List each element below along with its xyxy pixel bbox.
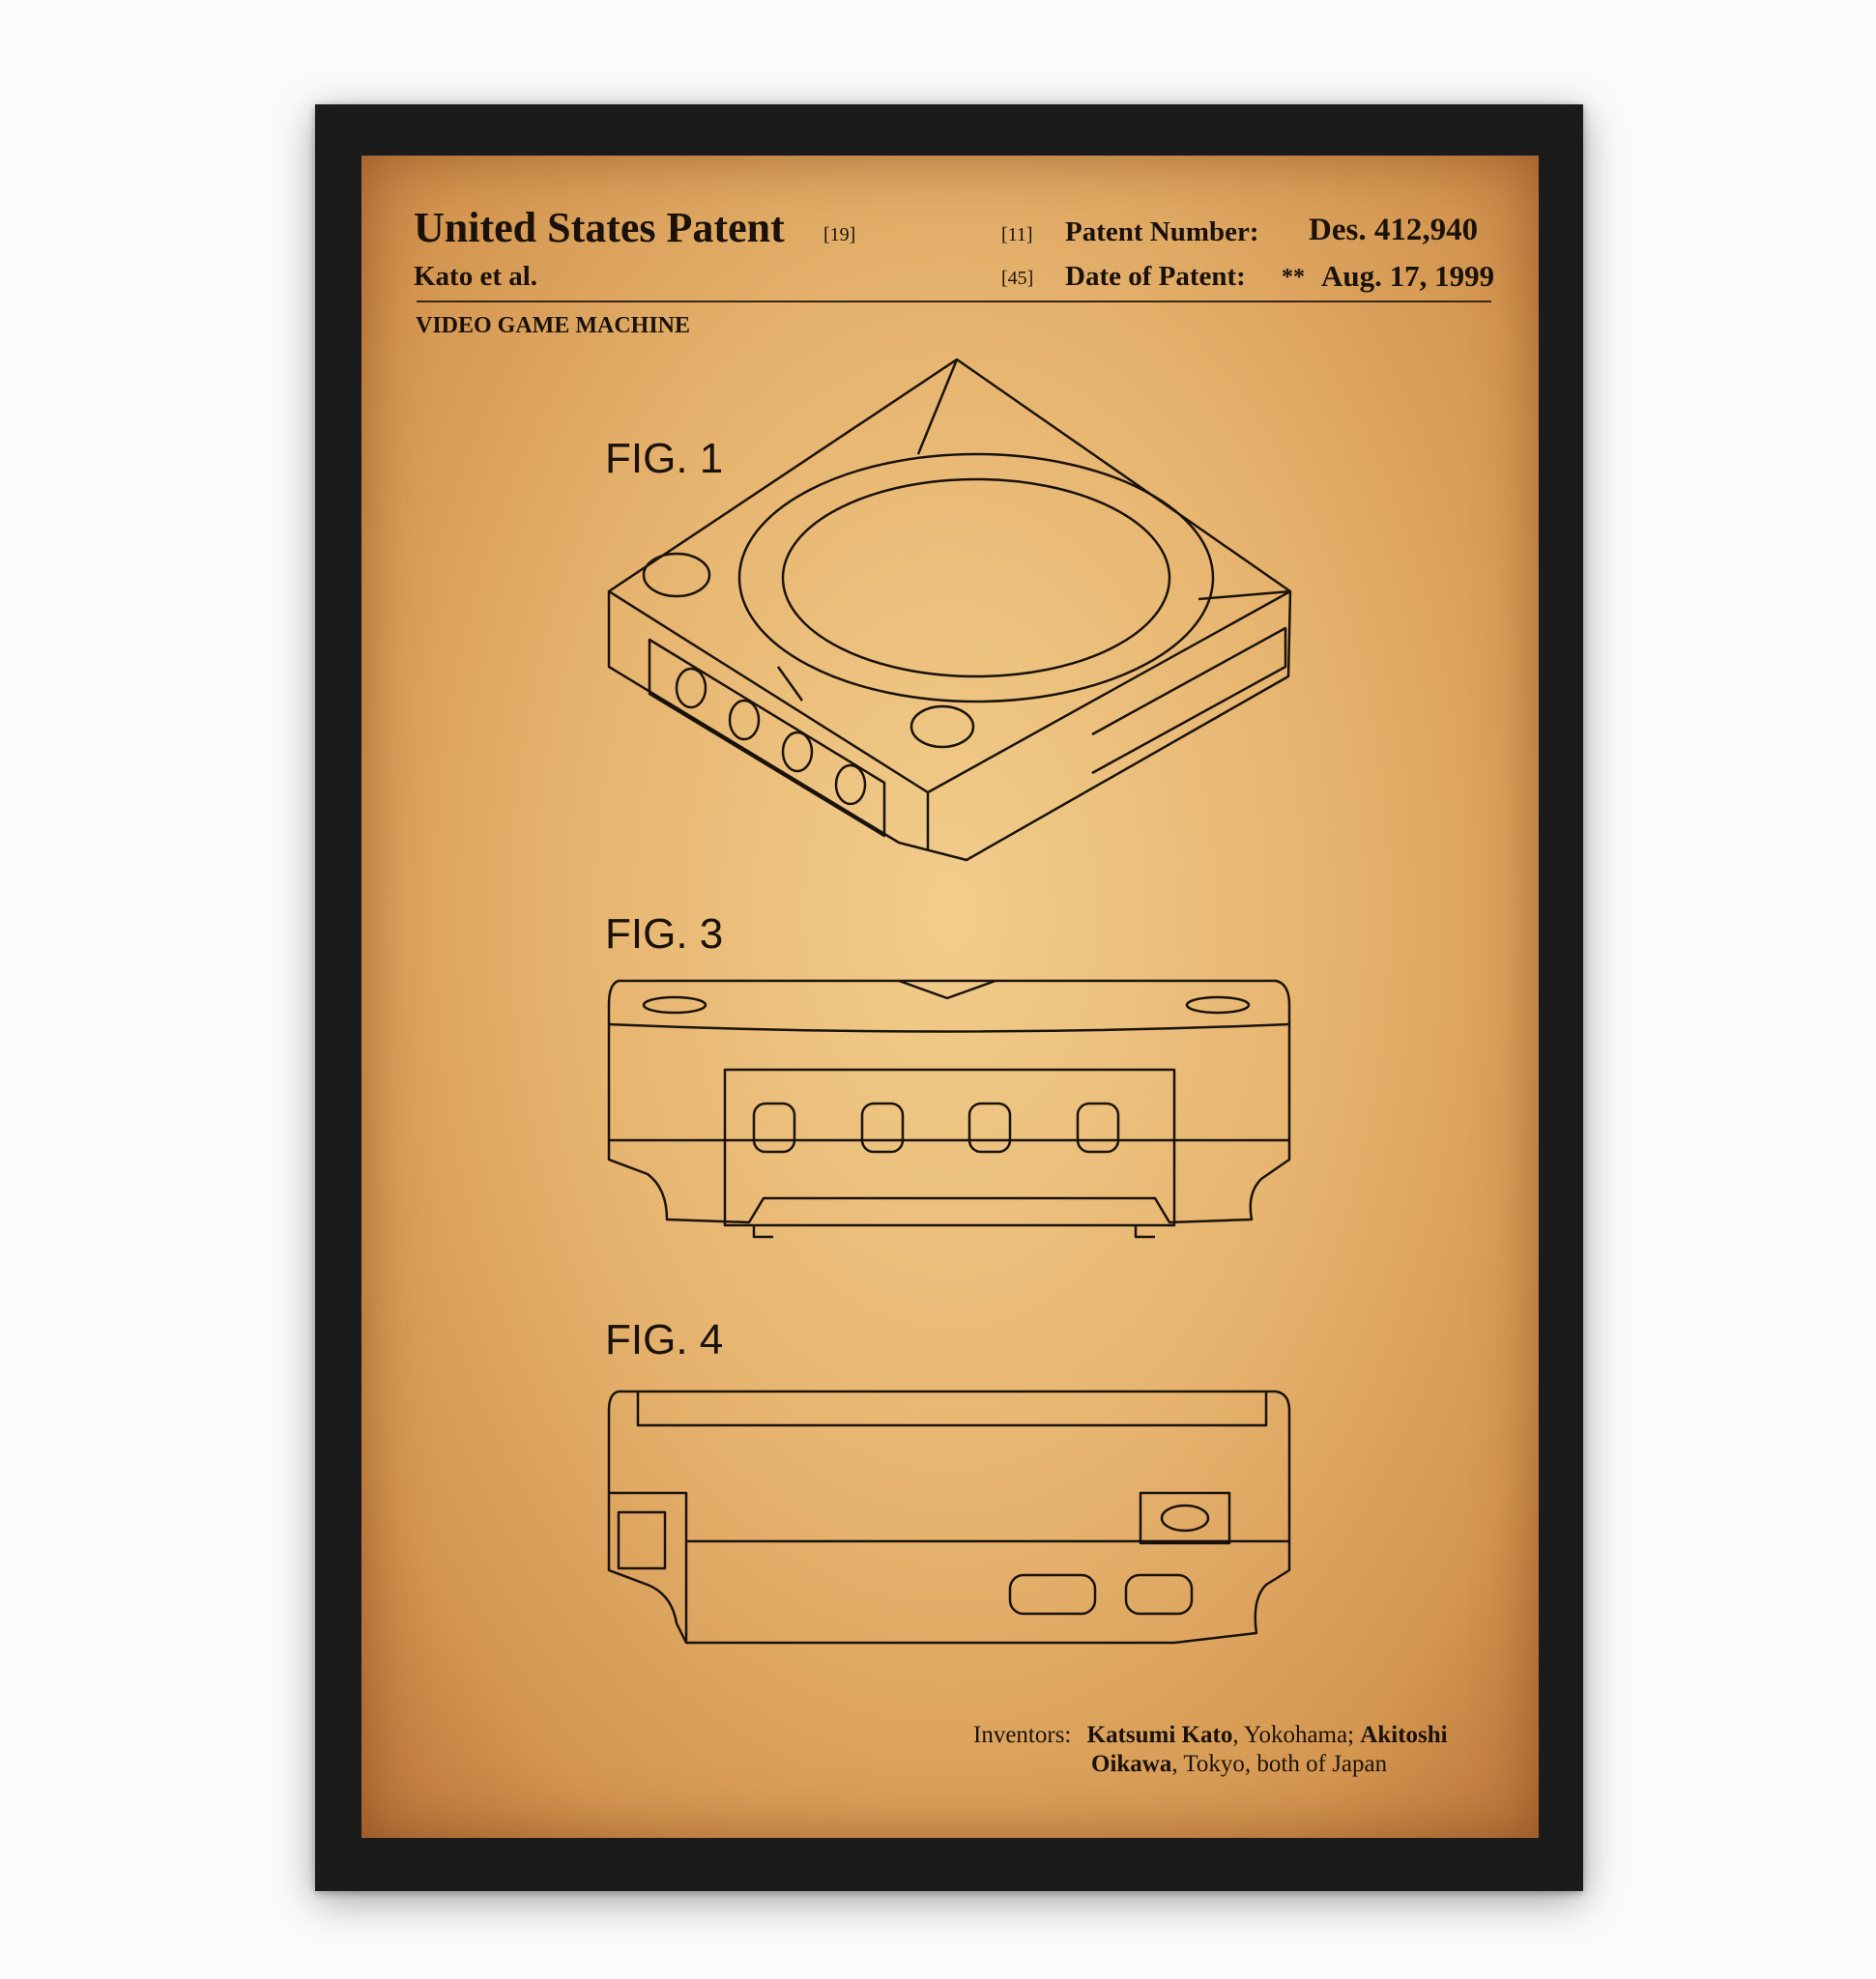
title-ref: [19] (823, 224, 856, 245)
header-divider (417, 301, 1491, 302)
fig-4-drawing (607, 1390, 1291, 1645)
invention-title: VIDEO GAME MACHINE (416, 313, 691, 338)
inventor-2-place: , Tokyo, both of Japan (1171, 1751, 1388, 1777)
inventors-label: Inventors: (973, 1722, 1072, 1748)
date-ref: [45] (1001, 268, 1034, 289)
fig-4-label: FIG. 4 (605, 1316, 724, 1363)
power-socket-icon (1139, 1491, 1231, 1545)
fig-1-drawing (607, 358, 1292, 862)
fig-3-label: FIG. 3 (605, 910, 724, 958)
date-marker: ** (1282, 265, 1305, 290)
controller-port-icons (752, 1102, 1120, 1154)
patent-number: Des. 412,940 (1309, 213, 1479, 247)
patent-number-ref: [11] (1001, 224, 1033, 245)
inventor-1-name: Katsumi Kato (1086, 1722, 1233, 1748)
inventor-2-first-name: Akitoshi (1360, 1722, 1448, 1748)
date-label: Date of Patent: (1065, 261, 1246, 292)
inventor-2-last-name: Oikawa (1091, 1751, 1172, 1777)
av-port-icon (1008, 1573, 1097, 1616)
patent-title: United States Patent (414, 204, 785, 251)
fig-3-drawing (607, 979, 1291, 1239)
controller-port-icons (675, 667, 867, 806)
modem-port-icon (617, 1510, 667, 1570)
serial-port-icon (1124, 1573, 1194, 1616)
inventor-short: Kato et al. (414, 261, 538, 292)
inventor-1-place: , Yokohama; (1232, 1722, 1361, 1748)
inventors-line-1: Inventors: Katsumi Kato, Yokohama; Akito… (973, 1722, 1448, 1749)
patent-number-label: Patent Number: (1065, 216, 1259, 247)
inventors-line-2: Oikawa, Tokyo, both of Japan (1091, 1751, 1387, 1778)
patent-date: Aug. 17, 1999 (1321, 259, 1495, 293)
fig-1-label: FIG. 1 (605, 435, 724, 482)
